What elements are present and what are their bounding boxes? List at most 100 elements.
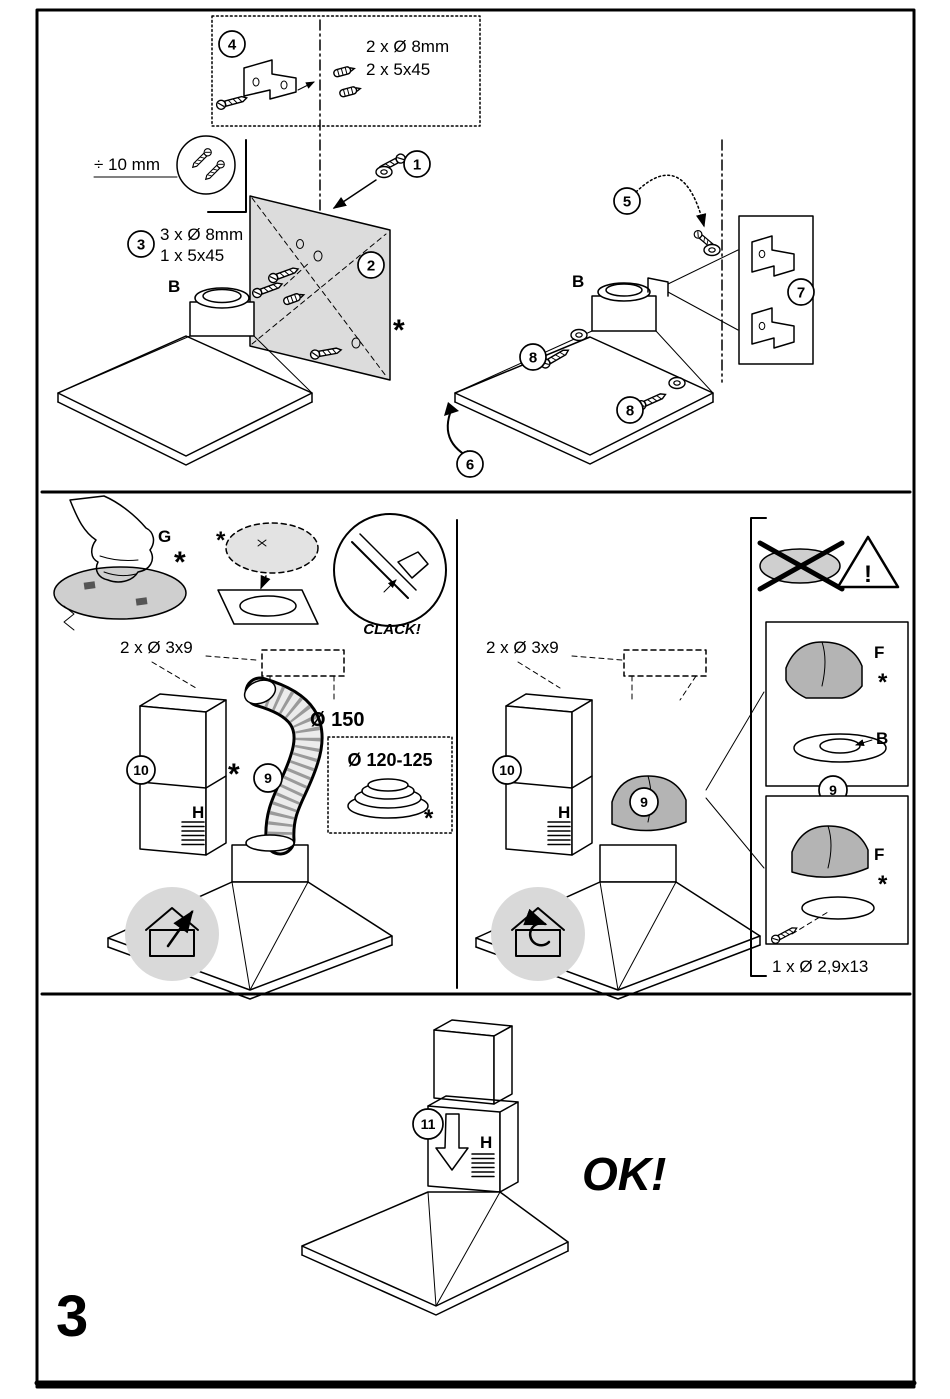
step-6-badge: 6 bbox=[456, 450, 484, 478]
svg-text:4: 4 bbox=[228, 37, 237, 54]
gasket-label-g: G bbox=[158, 527, 171, 546]
left-chimney: H 10 * bbox=[126, 693, 240, 856]
small-screw-note: 1 x Ø 2,9x13 bbox=[772, 957, 868, 976]
washer-icon bbox=[375, 165, 393, 179]
placement-asterisk: * bbox=[216, 527, 226, 554]
duct-diameter-label: Ø 150 bbox=[310, 709, 364, 731]
tear-marks bbox=[63, 605, 75, 631]
step-10-badge: 10 bbox=[492, 755, 522, 785]
svg-text:9: 9 bbox=[829, 782, 837, 798]
svg-text:8: 8 bbox=[626, 403, 634, 420]
filter-label-f: F bbox=[874, 845, 884, 864]
recirculation-arrow bbox=[523, 908, 551, 947]
svg-text:5: 5 bbox=[623, 194, 631, 211]
depth-note-label: ÷ 10 mm bbox=[94, 155, 160, 174]
warning-mark: ! bbox=[864, 561, 872, 588]
screws-qty-left: 2 x Ø 3x9 bbox=[120, 638, 193, 657]
filter-label-f: F bbox=[874, 643, 884, 662]
step-2-badge: 2 bbox=[357, 251, 385, 279]
left-screw-note: 2 x Ø 3x9 bbox=[120, 638, 257, 689]
gasket-placement: * bbox=[216, 522, 319, 625]
dowel-icon bbox=[338, 84, 362, 99]
step4-callout: 2 x Ø 8mm 2 x 5x45 4 bbox=[211, 15, 481, 127]
step-9-badge: 9 bbox=[253, 763, 283, 793]
svg-text:11: 11 bbox=[421, 1116, 436, 1132]
left-hood: B bbox=[57, 277, 313, 466]
washer-icon bbox=[703, 243, 721, 257]
right-hood: B 8 8 bbox=[454, 249, 739, 465]
chimney-asterisk: * bbox=[228, 758, 240, 791]
screw-icon bbox=[202, 158, 227, 183]
svg-text:9: 9 bbox=[264, 770, 272, 786]
ok-label: OK! bbox=[582, 1148, 666, 1200]
right-chimney: H 10 bbox=[492, 693, 593, 856]
filter-asterisk: * bbox=[878, 669, 888, 696]
exhaust-arrow bbox=[166, 909, 194, 948]
washer-icon bbox=[570, 328, 588, 342]
slide-down-arrow bbox=[435, 1113, 469, 1171]
step7-detail-box: 7 bbox=[738, 215, 815, 365]
collar-label-b: B bbox=[168, 277, 180, 296]
filter-detail-box-bottom: F * bbox=[765, 795, 909, 946]
chimney-label-h: H bbox=[192, 803, 204, 822]
step-8-badge: 8 bbox=[519, 343, 547, 371]
svg-text:9: 9 bbox=[640, 794, 648, 810]
no-gasket-warning: ! bbox=[757, 535, 900, 592]
right-screw-note: 2 x Ø 3x9 bbox=[486, 638, 623, 689]
step-8-badge: 8 bbox=[616, 396, 644, 424]
filter-asterisk: * bbox=[878, 871, 888, 898]
clack-detail: CLACK! bbox=[333, 513, 447, 638]
step4-qty-dowels: 2 x Ø 8mm bbox=[366, 37, 449, 56]
svg-text:1: 1 bbox=[413, 157, 421, 174]
page-border bbox=[35, 8, 916, 1389]
step3-note: 3 3 x Ø 8mm 1 x 5x45 bbox=[127, 225, 243, 265]
chimney-label-h: H bbox=[480, 1133, 492, 1152]
right-column: ! F * B 9 F * 1 x Ø 2,9x13 bbox=[705, 517, 909, 977]
gasket-peel: G * bbox=[53, 495, 187, 631]
chimney-label-h: H bbox=[558, 803, 570, 822]
step4-qty-screws: 2 x 5x45 bbox=[366, 60, 430, 79]
svg-text:3: 3 bbox=[137, 237, 145, 254]
step3-qty-screws: 1 x 5x45 bbox=[160, 246, 224, 265]
washer-icon bbox=[668, 376, 686, 390]
reducer-callout: Ø 120-125 * bbox=[327, 736, 453, 834]
panel-asterisk: * bbox=[393, 314, 405, 347]
wall-panel: 2 * bbox=[249, 195, 405, 381]
hood-top-frame bbox=[217, 589, 319, 625]
house-body bbox=[515, 929, 561, 957]
step-4-badge: 4 bbox=[218, 30, 246, 58]
depth-note: ÷ 10 mm bbox=[93, 135, 247, 213]
svg-text:7: 7 bbox=[797, 285, 805, 302]
ducted-mode-icon bbox=[125, 887, 219, 981]
screws-qty-right: 2 x Ø 3x9 bbox=[486, 638, 559, 657]
svg-text:10: 10 bbox=[499, 762, 515, 778]
flexible-duct: 9 Ø 150 bbox=[243, 676, 364, 856]
bracket-hook-icon bbox=[397, 551, 429, 579]
recirc-mode-icon bbox=[491, 887, 585, 981]
step-11-badge: 11 bbox=[412, 1108, 444, 1140]
final-assembly: 11 H OK! bbox=[301, 1019, 666, 1316]
svg-text:6: 6 bbox=[466, 457, 474, 474]
house-roof bbox=[511, 907, 565, 931]
column-bracket bbox=[750, 517, 767, 977]
carbon-filter-box: 9 bbox=[611, 775, 687, 832]
step5-hang: 5 bbox=[613, 174, 721, 257]
screw-icon bbox=[189, 146, 214, 171]
grille-icon bbox=[471, 1153, 495, 1178]
step-1-badge: 1 bbox=[403, 150, 431, 178]
step6-level: 6 bbox=[444, 402, 484, 478]
step1-spacer: 1 bbox=[332, 150, 431, 209]
bracket-hook-icon bbox=[751, 235, 795, 277]
step-3-badge: 3 bbox=[127, 230, 155, 258]
step3-qty-dowels: 3 x Ø 8mm bbox=[160, 225, 243, 244]
warning-triangle-icon bbox=[836, 535, 900, 589]
screw-icon bbox=[214, 92, 249, 111]
clack-label: CLACK! bbox=[363, 621, 421, 638]
step-5-badge: 5 bbox=[613, 187, 641, 215]
wall-bracket-icon bbox=[243, 59, 297, 100]
house-body bbox=[149, 929, 195, 957]
filter-detail-box-top: F * B bbox=[765, 621, 909, 787]
dowel-icon bbox=[332, 64, 356, 79]
